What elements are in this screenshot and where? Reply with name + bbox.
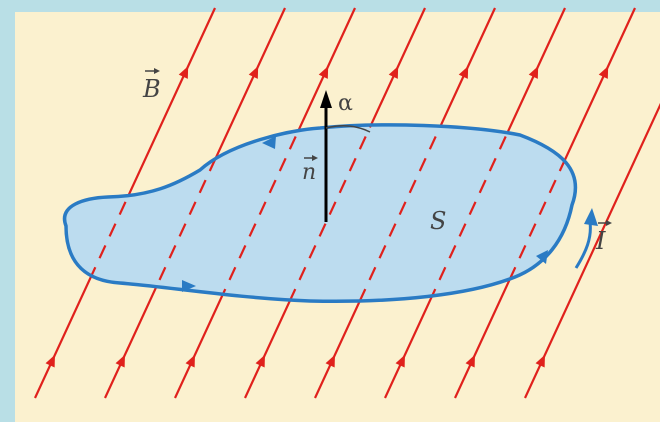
field-line-arrow-icon <box>325 354 335 368</box>
field-label: B <box>142 75 161 103</box>
angle-arc <box>325 125 371 133</box>
field-line-arrow-icon <box>115 354 125 368</box>
field-line-arrow-icon <box>248 66 259 79</box>
current-label-vector-tip <box>606 220 612 226</box>
normal-vector-arrowhead-icon <box>320 90 332 108</box>
current-direction-icon <box>574 221 592 269</box>
loop-outline <box>62 123 578 304</box>
field-line-arrow-icon <box>388 66 399 79</box>
current-label: I <box>595 227 606 255</box>
field-line-arrow-icon <box>318 66 329 79</box>
field-line-arrow-icon <box>598 66 609 79</box>
field-label-vector-tip <box>154 68 160 74</box>
field-line-arrow-icon <box>45 354 55 368</box>
angle-label: α <box>338 91 353 116</box>
normal-label: n <box>302 160 316 185</box>
field-lines <box>34 7 660 399</box>
area-label: S <box>430 207 446 235</box>
field-line-arrow-icon <box>178 66 189 79</box>
current-arrowhead-icon <box>584 208 598 226</box>
field-line-arrow-icon <box>458 66 469 79</box>
loop-surface <box>64 124 576 302</box>
normal-label-vector-tip <box>312 155 318 161</box>
field-line <box>524 102 660 399</box>
loop-direction-arrow-right <box>536 250 548 264</box>
field-line-arrow-icon <box>255 354 265 368</box>
loop-direction-arrow-bottom <box>182 280 196 292</box>
field-line-arrow-icon <box>185 354 195 368</box>
field-line-arrow-icon <box>465 354 475 368</box>
field-line-arrow-icon <box>528 66 539 79</box>
loop-direction-arrow-top <box>262 136 276 149</box>
field-line-arrow-icon <box>535 354 545 368</box>
left-frame-strip <box>0 0 15 422</box>
field-line-arrow-icon <box>395 354 405 368</box>
